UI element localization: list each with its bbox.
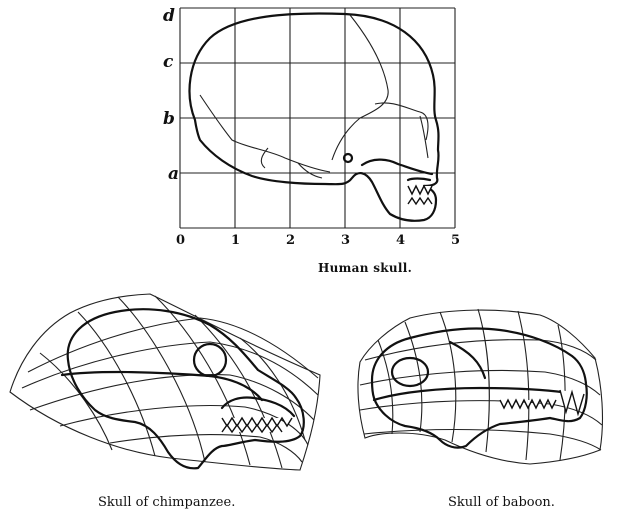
baboon-warped-grid <box>358 309 603 464</box>
col-label-3: 3 <box>341 233 350 248</box>
human-skull-panel: d c b a <box>163 6 460 275</box>
row-label-d: d <box>163 6 175 26</box>
col-label-2: 2 <box>286 233 295 248</box>
human-skull-outline <box>190 13 439 220</box>
baboon-skull-panel: Skull of baboon. <box>358 309 603 510</box>
baboon-teeth <box>500 390 584 414</box>
col-label-0: 0 <box>176 233 185 248</box>
chimpanzee-caption: Skull of chimpanzee. <box>98 495 235 510</box>
human-teeth <box>408 186 432 204</box>
row-label-c: c <box>163 52 174 72</box>
row-label-a: a <box>168 164 179 184</box>
baboon-caption: Skull of baboon. <box>448 495 555 510</box>
human-caption: Human skull. <box>318 261 412 275</box>
col-label-1: 1 <box>231 233 240 248</box>
chimpanzee-skull-panel: Skull of chimpanzee. <box>10 294 320 510</box>
col-label-4: 4 <box>396 233 405 248</box>
chimpanzee-teeth <box>222 418 292 432</box>
chimpanzee-warped-grid <box>10 294 320 470</box>
col-label-5: 5 <box>451 233 460 248</box>
human-skull-sutures <box>200 15 428 178</box>
row-label-b: b <box>163 109 175 129</box>
